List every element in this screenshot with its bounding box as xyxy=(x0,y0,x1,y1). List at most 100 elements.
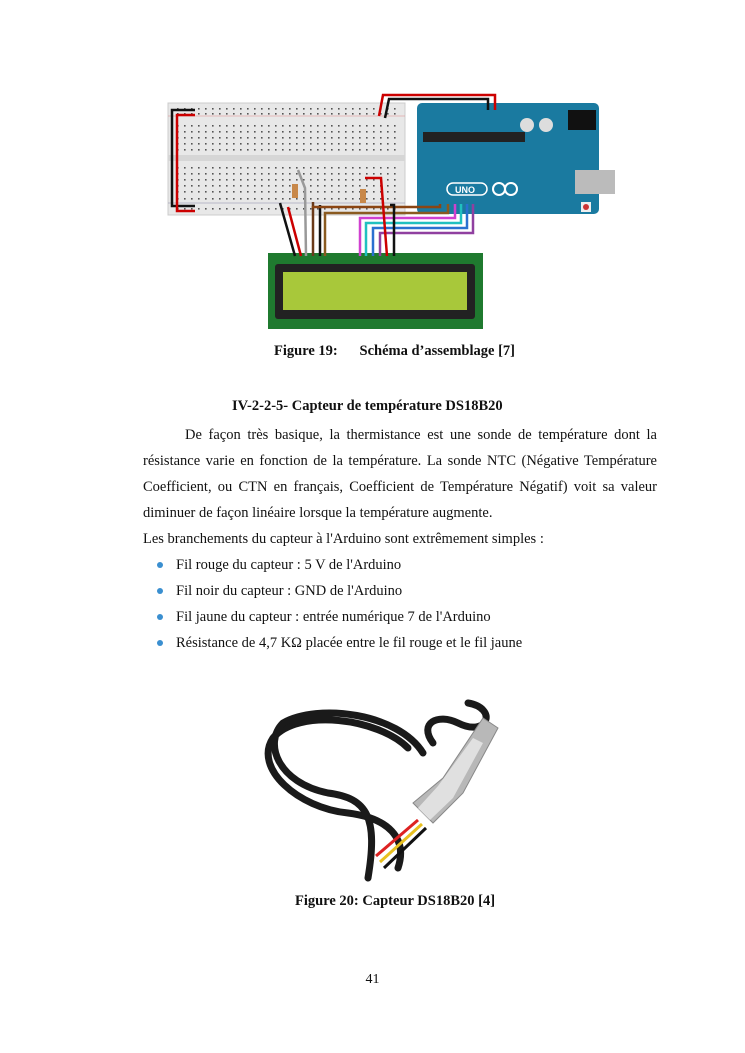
breadboard-hole xyxy=(198,208,200,210)
breadboard-hole xyxy=(212,125,214,127)
breadboard-hole xyxy=(282,125,284,127)
breadboard-hole xyxy=(296,125,298,127)
breadboard-hole xyxy=(380,125,382,127)
breadboard-hole xyxy=(191,131,193,133)
breadboard-hole xyxy=(338,208,340,210)
breadboard-hole xyxy=(247,137,249,139)
breadboard-hole xyxy=(254,137,256,139)
breadboard-hole xyxy=(366,167,368,169)
breadboard-hole xyxy=(394,108,396,110)
breadboard-hole xyxy=(303,208,305,210)
breadboard-hole xyxy=(191,125,193,127)
breadboard-hole xyxy=(380,113,382,115)
breadboard-hole xyxy=(345,191,347,193)
breadboard-hole xyxy=(240,149,242,151)
breadboard-hole xyxy=(282,131,284,133)
breadboard-hole xyxy=(310,125,312,127)
breadboard-hole xyxy=(212,198,214,200)
breadboard-hole xyxy=(233,113,235,115)
paragraph: Les branchements du capteur à l'Arduino … xyxy=(143,531,544,547)
breadboard-hole xyxy=(268,149,270,151)
breadboard-hole xyxy=(324,191,326,193)
breadboard-hole xyxy=(331,198,333,200)
breadboard-hole xyxy=(233,179,235,181)
breadboard-hole xyxy=(296,198,298,200)
breadboard-hole xyxy=(359,113,361,115)
section-heading: IV-2-2-5- Capteur de température DS18B20 xyxy=(232,398,503,414)
breadboard-hole xyxy=(191,143,193,145)
breadboard-hole xyxy=(191,191,193,193)
breadboard-hole xyxy=(275,149,277,151)
breadboard-hole xyxy=(303,167,305,169)
breadboard-hole xyxy=(331,208,333,210)
breadboard-hole xyxy=(324,185,326,187)
breadboard-hole xyxy=(387,179,389,181)
breadboard-hole xyxy=(359,108,361,110)
breadboard-hole xyxy=(359,198,361,200)
breadboard-hole xyxy=(338,131,340,133)
breadboard-hole xyxy=(394,167,396,169)
breadboard-hole xyxy=(331,179,333,181)
bullet-icon xyxy=(157,640,163,646)
breadboard-hole xyxy=(212,143,214,145)
breadboard-hole xyxy=(275,191,277,193)
breadboard-hole xyxy=(387,208,389,210)
breadboard-hole xyxy=(205,143,207,145)
breadboard-hole xyxy=(380,198,382,200)
breadboard-hole xyxy=(240,125,242,127)
breadboard-hole xyxy=(261,131,263,133)
breadboard-hole xyxy=(366,208,368,210)
breadboard-hole xyxy=(205,191,207,193)
breadboard-hole xyxy=(254,179,256,181)
breadboard-hole xyxy=(394,149,396,151)
breadboard-hole xyxy=(247,191,249,193)
breadboard-hole xyxy=(268,125,270,127)
breadboard-hole xyxy=(184,167,186,169)
breadboard-hole xyxy=(212,108,214,110)
breadboard-hole xyxy=(366,108,368,110)
breadboard-hole xyxy=(352,113,354,115)
breadboard-hole xyxy=(289,198,291,200)
breadboard-hole xyxy=(261,108,263,110)
breadboard-hole xyxy=(240,113,242,115)
breadboard-hole xyxy=(387,173,389,175)
breadboard-hole xyxy=(310,198,312,200)
breadboard-hole xyxy=(233,143,235,145)
breadboard-hole xyxy=(275,137,277,139)
breadboard-hole xyxy=(310,143,312,145)
breadboard-hole xyxy=(184,191,186,193)
breadboard-hole xyxy=(352,185,354,187)
breadboard-hole xyxy=(373,131,375,133)
breadboard-hole xyxy=(247,173,249,175)
breadboard-hole xyxy=(373,108,375,110)
breadboard-hole xyxy=(275,131,277,133)
breadboard-hole xyxy=(345,198,347,200)
breadboard-hole xyxy=(254,143,256,145)
breadboard-hole xyxy=(212,191,214,193)
breadboard-hole xyxy=(268,185,270,187)
breadboard-hole xyxy=(324,149,326,151)
breadboard-hole xyxy=(282,191,284,193)
list-item: Fil rouge du capteur : 5 V de l'Arduino xyxy=(143,552,522,578)
breadboard-hole xyxy=(247,125,249,127)
breadboard-hole xyxy=(184,208,186,210)
breadboard-hole xyxy=(254,113,256,115)
breadboard-hole xyxy=(394,125,396,127)
breadboard-hole xyxy=(261,167,263,169)
breadboard-hole xyxy=(275,208,277,210)
breadboard-hole xyxy=(373,137,375,139)
breadboard-hole xyxy=(345,131,347,133)
breadboard-hole xyxy=(205,137,207,139)
breadboard-hole xyxy=(331,167,333,169)
breadboard-hole xyxy=(282,185,284,187)
breadboard-hole xyxy=(317,108,319,110)
breadboard-hole xyxy=(359,191,361,193)
breadboard-hole xyxy=(282,167,284,169)
breadboard-hole xyxy=(205,179,207,181)
breadboard-hole xyxy=(345,113,347,115)
breadboard-hole xyxy=(380,208,382,210)
breadboard-hole xyxy=(233,208,235,210)
breadboard-hole xyxy=(366,131,368,133)
breadboard-hole xyxy=(317,185,319,187)
